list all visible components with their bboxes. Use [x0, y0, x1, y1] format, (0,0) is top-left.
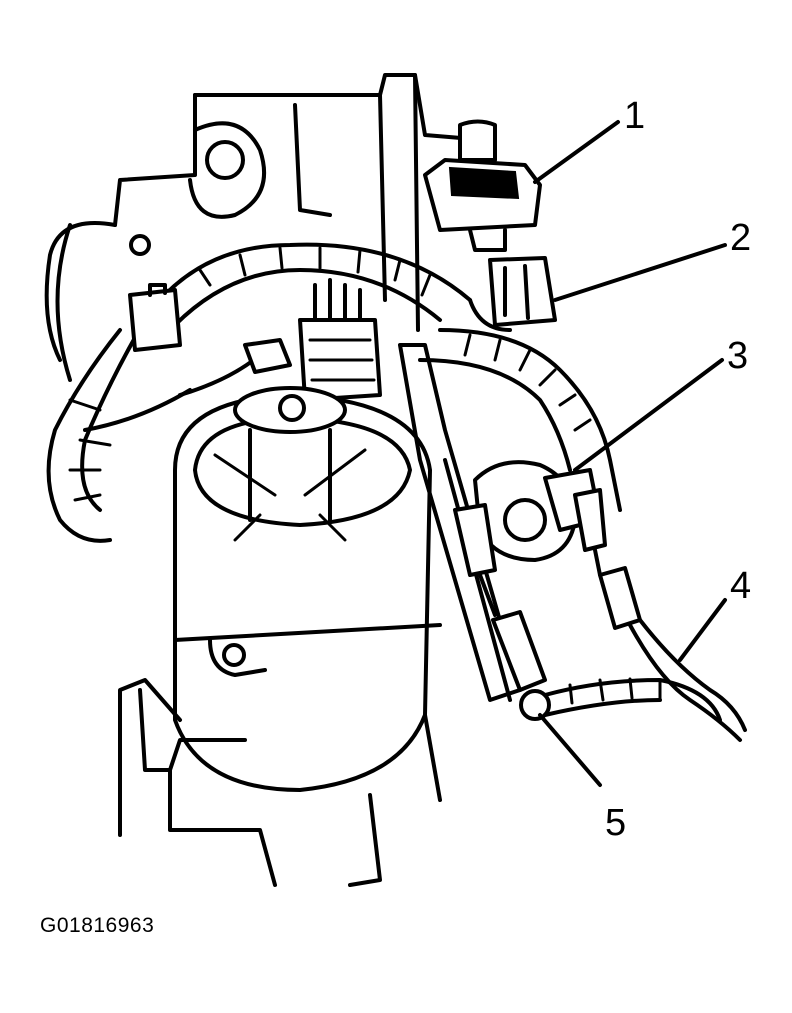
leader-line-5 — [538, 713, 602, 787]
callout-labels: 1 2 3 4 5 — [605, 95, 751, 844]
leader-line-1 — [533, 120, 620, 184]
leader-lines — [533, 120, 727, 787]
leader-line-2 — [553, 243, 727, 302]
figure-id: G01816963 — [40, 914, 155, 937]
leader-line-3 — [573, 358, 724, 472]
callout-5: 5 — [605, 802, 626, 844]
left-harness-connector — [128, 283, 182, 352]
callout-3: 3 — [727, 335, 748, 377]
component-2-connector — [468, 256, 557, 332]
callout-4: 4 — [730, 565, 751, 607]
leader-line-4 — [678, 598, 727, 662]
starter-motor — [118, 386, 442, 887]
component-5-terminal — [453, 503, 722, 722]
callout-2: 2 — [730, 217, 751, 259]
center-multipin-connector — [298, 278, 382, 402]
clip-connector — [243, 338, 292, 374]
component-3-4-cable — [573, 488, 747, 742]
wiring-harness — [46, 242, 622, 543]
component-1-sensor — [423, 119, 542, 252]
callout-1: 1 — [624, 95, 645, 137]
